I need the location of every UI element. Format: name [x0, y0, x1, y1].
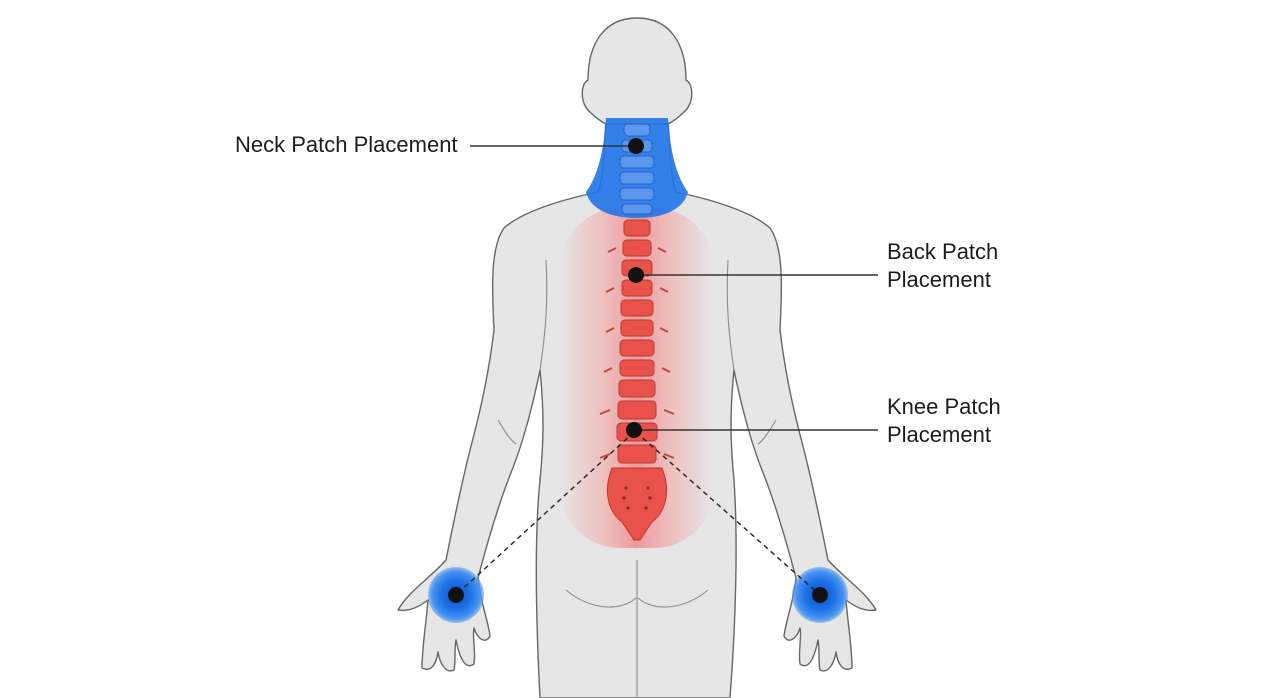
- neck-patch-label-line-1: Neck Patch Placement: [235, 132, 458, 157]
- knee-marker: [626, 422, 642, 438]
- knee-patch-label-line-1: Knee Patch: [887, 394, 1001, 419]
- markers: [448, 138, 828, 603]
- sacrum-dots: [622, 486, 652, 510]
- back-patch-label-line-1: Back Patch: [887, 239, 999, 264]
- back-glow: [560, 208, 714, 548]
- neck-patch-label: Neck Patch Placement: [235, 131, 458, 159]
- back-marker: [628, 267, 644, 283]
- body-contours: [497, 259, 777, 698]
- back-patch-label: Back Patch Placement: [887, 238, 998, 294]
- back-patch-label-line-2: Placement: [887, 267, 991, 292]
- left-wrist-marker: [448, 587, 464, 603]
- knee-patch-label-line-2: Placement: [887, 422, 991, 447]
- knee-patch-label: Knee Patch Placement: [887, 393, 1001, 449]
- wrist-connectors: [455, 431, 821, 596]
- right-wrist-marker: [812, 587, 828, 603]
- spine-processes: [599, 247, 675, 459]
- leader-lines: [470, 145, 878, 431]
- neck-marker: [628, 138, 644, 154]
